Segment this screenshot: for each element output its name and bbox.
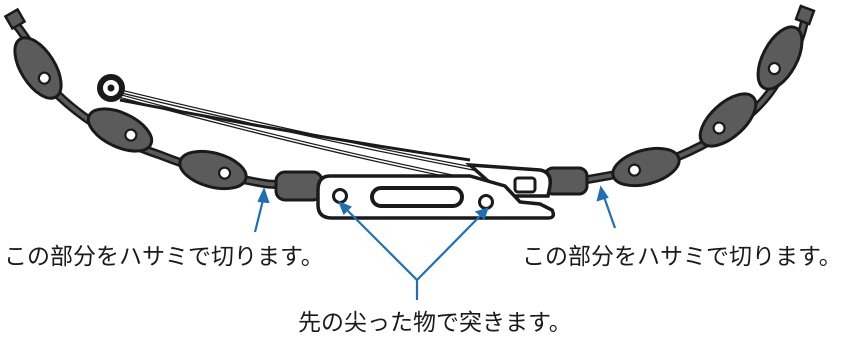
poke-instruction: 先の尖った物で突きます。 <box>298 310 572 336</box>
pointer-poke-left <box>343 206 418 281</box>
clasp-hole-left <box>332 188 348 204</box>
pointer-poke-right <box>416 212 484 281</box>
pointers <box>253 185 617 300</box>
left-chain <box>3 7 305 197</box>
jump-ring <box>97 74 125 102</box>
cut-instruction-left: この部分をハサミで切ります。 <box>4 244 324 270</box>
bead-right-3 <box>607 140 685 194</box>
pointer-cut-right <box>601 193 617 229</box>
right-chain <box>580 4 816 194</box>
clasp <box>316 162 556 220</box>
cut-instruction-right: この部分をハサミで切ります。 <box>522 244 842 270</box>
clasp-hole-right <box>478 194 494 210</box>
bead-left-3 <box>174 143 252 197</box>
end-cap-left <box>274 170 324 202</box>
